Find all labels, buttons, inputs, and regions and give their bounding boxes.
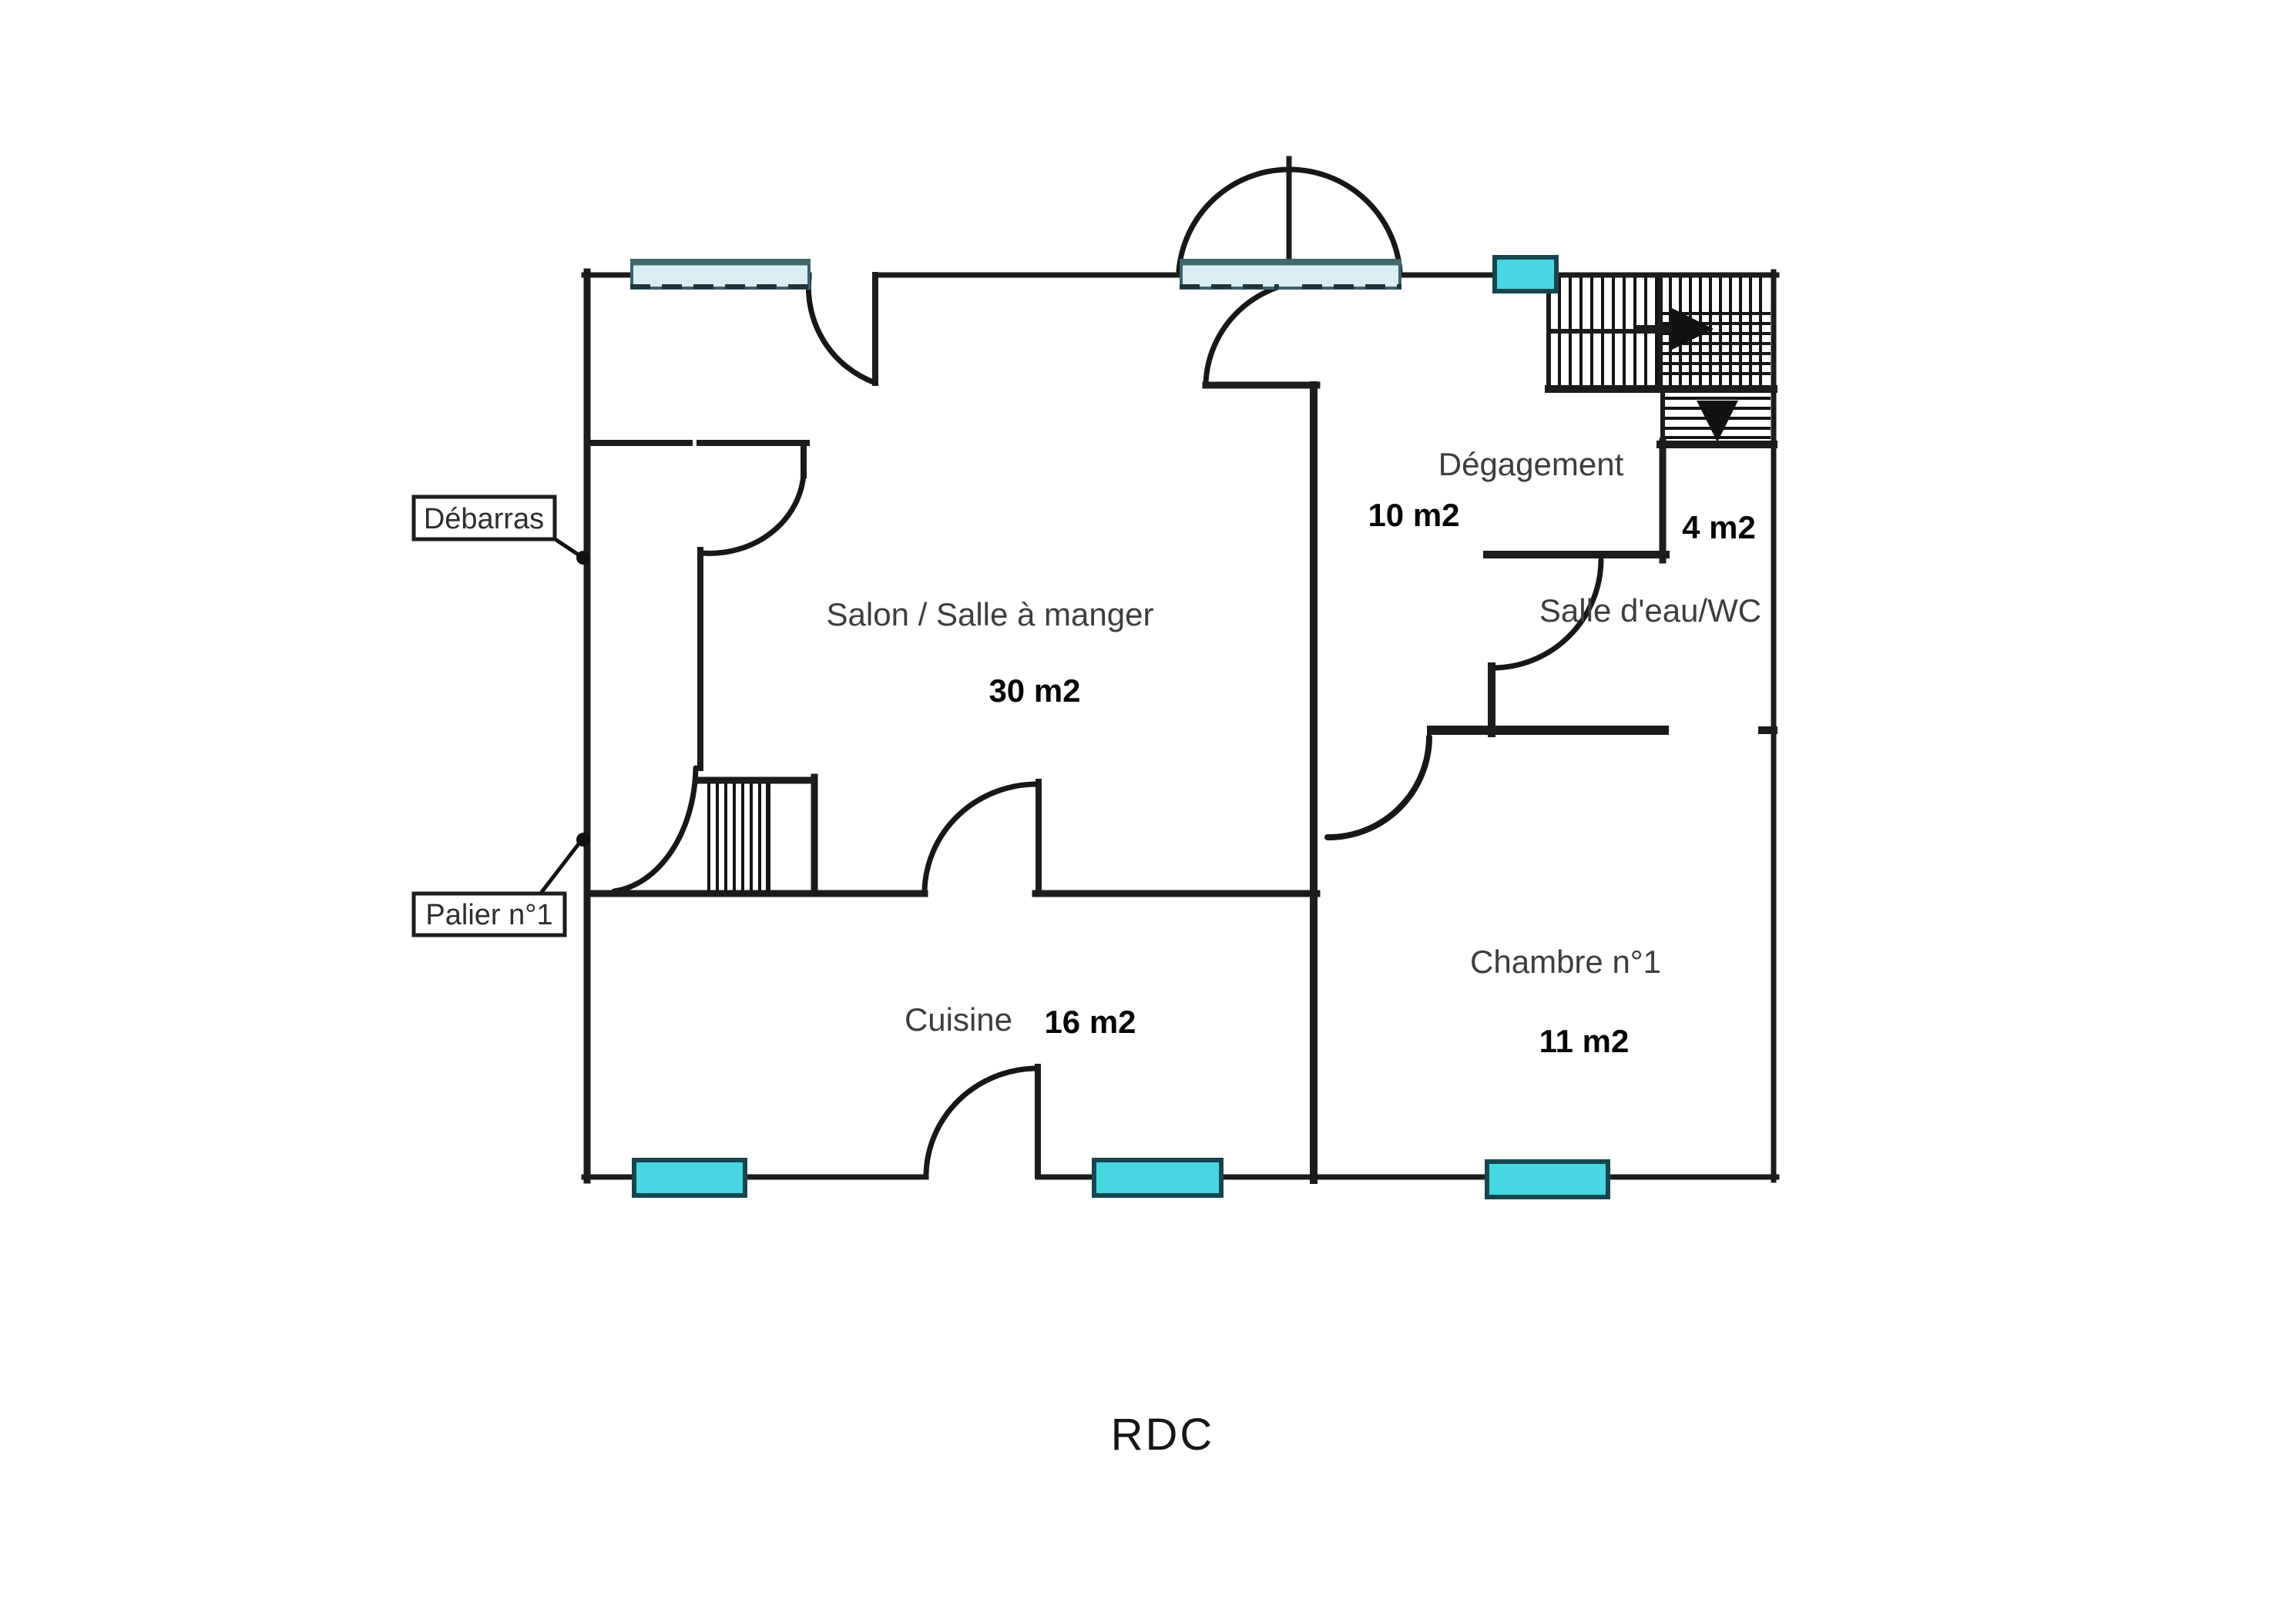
debarras-callout-box: [411, 495, 557, 542]
debarras-leader-dot: [576, 551, 590, 565]
room-labels: Salon / Salle à manger 30 m2 Dégagement …: [827, 446, 1762, 1059]
callout-debarras: Débarras: [411, 495, 590, 565]
palier-leader-line: [538, 840, 582, 897]
degagement-window: [1492, 255, 1559, 293]
palier-callout-box: [411, 891, 567, 937]
cuisine-area: 16 m2: [1044, 1004, 1136, 1040]
chambre-label: Chambre n°1: [1470, 944, 1661, 980]
cuisine-label: Cuisine: [905, 1001, 1012, 1038]
degagement-label: Dégagement: [1438, 446, 1624, 482]
stairs-up-arrow-icon: [1672, 308, 1714, 350]
palier-leader-dot: [576, 833, 590, 847]
interior-stairs-treads: [707, 783, 770, 891]
salon-entry-door-arc: [805, 274, 878, 386]
main-staircase: [1545, 273, 1777, 448]
bathroom-door-arc: [1489, 557, 1604, 671]
entrance-door-inner-arc: [1203, 278, 1317, 387]
stairs-down-arrow-icon: [1697, 401, 1738, 442]
plan-title: RDC: [1111, 1410, 1215, 1460]
debarras-door-arc: [700, 471, 807, 556]
bathroom-label: Salle d'eau/WC: [1539, 592, 1761, 629]
landing-area: 4 m2: [1682, 509, 1756, 545]
salon-label: Salon / Salle à manger: [827, 596, 1154, 632]
cuisine-window-left: [632, 1158, 747, 1198]
chambre-door-arc: [1324, 734, 1432, 841]
debarras-callout-label: Débarras: [424, 503, 544, 535]
palier-callout-label: Palier n°1: [425, 899, 552, 931]
salon-area: 30 m2: [989, 672, 1080, 709]
cuisine-door-arc: [923, 1065, 1038, 1177]
callout-palier: Palier n°1: [411, 833, 590, 937]
salon-door-arc: [921, 781, 1039, 894]
windows: [630, 255, 1610, 1199]
interior-stairs: [693, 773, 818, 897]
degagement-area: 10 m2: [1368, 497, 1459, 533]
chambre-window: [1485, 1159, 1610, 1199]
interior-walls: [583, 272, 1777, 1184]
cuisine-window-right: [1092, 1158, 1224, 1198]
callouts: Débarras Palier n°1: [411, 495, 590, 937]
palier-door-arc: [611, 765, 699, 894]
chambre-area: 11 m2: [1539, 1023, 1630, 1059]
